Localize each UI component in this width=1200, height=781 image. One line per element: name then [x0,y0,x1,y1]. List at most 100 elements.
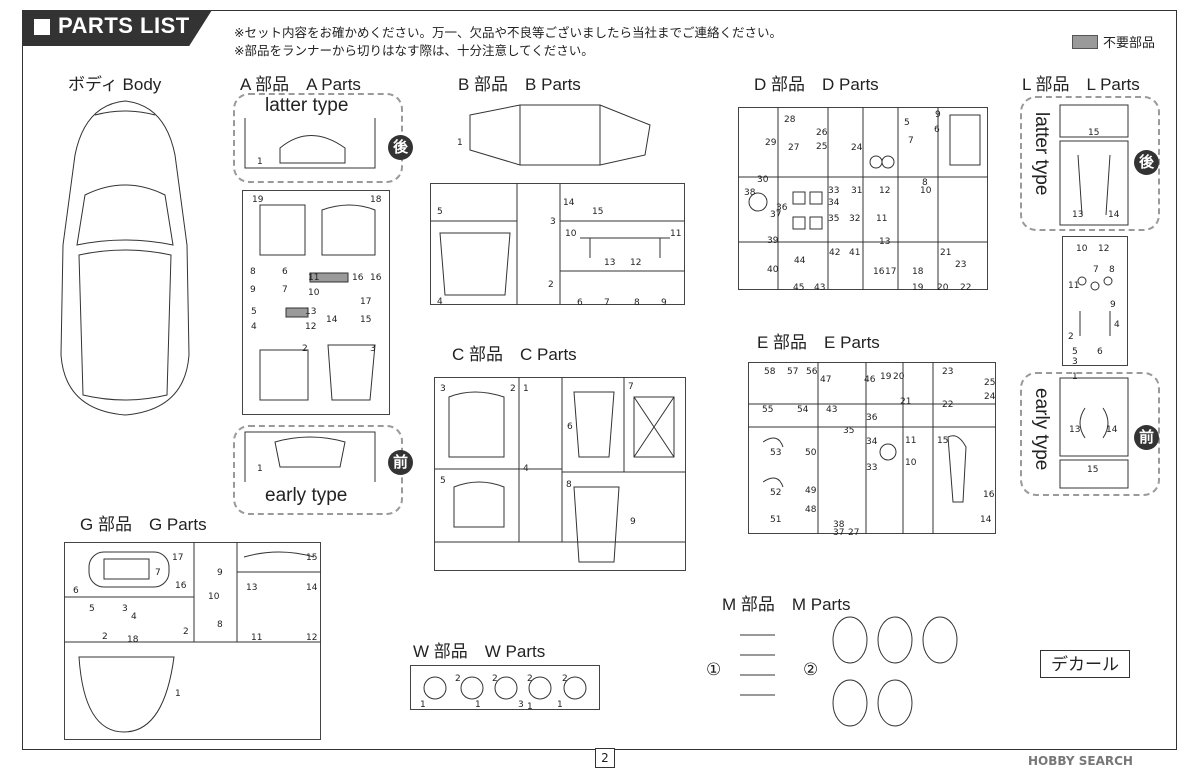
b-chassis [469,104,651,166]
g-part-number: 5 [89,604,95,614]
l-part-number: 1 [1072,372,1078,382]
e-part-number: 57 [787,367,799,377]
a-part-number: 7 [282,285,288,295]
g-part-number: 18 [127,635,139,645]
d-part-number: 45 [793,283,805,293]
a-part-number: 1 [257,464,263,474]
d-part-number: 31 [851,186,863,196]
c-part-number: 4 [523,464,529,474]
c-parts-label: C 部品 C Parts [452,345,577,364]
b-part-number: 9 [661,298,667,308]
e-part-number: 19 [880,372,892,382]
c-part-number: 1 [523,384,529,394]
b-part-number: 4 [437,297,443,307]
b-parts-label: B 部品 B Parts [458,75,581,94]
g-part-number: 7 [155,568,161,578]
b-runner [430,183,685,305]
g-part-number: 4 [131,612,137,622]
w-part-number: 1 [475,700,481,710]
l-latter-runner [1059,104,1129,226]
l-part-number: 3 [1072,357,1078,367]
a-early-type: early type [265,485,348,506]
l-part-number: 8 [1109,265,1115,275]
d-part-number: 44 [794,256,806,266]
b-part-number: 15 [592,207,604,217]
b-part-number: 13 [604,258,616,268]
e-runner [748,362,996,534]
d-part-number: 38 [744,188,756,198]
l-latter-type: latter type [1031,112,1052,196]
e-part-number: 36 [866,413,878,423]
d-part-number: 40 [767,265,779,275]
w-part-number: 1 [557,700,563,710]
l-part-number: 15 [1088,128,1100,138]
g-runner-parts [64,542,321,733]
l-part-number: 7 [1093,265,1099,275]
e-runner-parts [748,362,996,534]
d-part-number: 42 [829,248,841,258]
e-part-number: 52 [770,488,782,498]
c-part-number: 3 [440,384,446,394]
b-part-number: 10 [565,229,577,239]
e-part-number: 51 [770,515,782,525]
l-part-number: 11 [1068,281,1080,291]
a-part-number: 4 [251,322,257,332]
w-part-number: 2 [527,674,533,684]
l-part-number: 13 [1069,425,1081,435]
w-part-number: 1 [420,700,426,710]
e-part-number: 24 [984,392,996,402]
l-part-number: 2 [1068,332,1074,342]
l-part-number: 15 [1087,465,1099,475]
g-part-number: 16 [175,581,187,591]
d-part-number: 27 [788,143,800,153]
a-part-number: 11 [308,273,320,283]
unused-part-legend: 不要部品 [1103,36,1156,51]
g-part-number: 2 [102,632,108,642]
a-part-number: 1 [257,157,263,167]
c-runner [434,377,686,571]
page-number: 2 [595,748,615,768]
e-part-number: 15 [937,436,949,446]
w-part-number: 1 [527,702,533,712]
l-runner-parts [1077,276,1113,336]
d-part-number: 8 [922,178,928,188]
m-parts-label: M 部品 M Parts [722,595,851,614]
b-part-number: 6 [577,298,583,308]
l-rear-badge: 後 [1134,150,1159,175]
l-part-number: 14 [1108,210,1120,220]
d-part-number: 22 [960,283,972,293]
b-part-number: 11 [670,229,682,239]
d-parts-label: D 部品 D Parts [754,75,879,94]
g-part-number: 14 [306,583,318,593]
a-part-number: 9 [250,285,256,295]
d-part-number: 16 [873,267,885,277]
d-part-number: 12 [879,186,891,196]
e-part-number: 43 [826,405,838,415]
g-runner [64,542,321,740]
d-part-number: 21 [940,248,952,258]
e-part-number: 38 [833,520,845,530]
e-part-number: 14 [980,515,992,525]
a-early-runner [244,431,376,482]
d-part-number: 9 [935,110,941,120]
a-runner-parts [259,204,376,401]
b-part-number: 8 [634,298,640,308]
c-runner-parts [434,377,686,563]
g-part-number: 10 [208,592,220,602]
d-part-number: 29 [765,138,777,148]
d-part-number: 28 [784,115,796,125]
d-part-number: 19 [912,283,924,293]
header-bar [22,10,212,46]
e-part-number: 22 [942,400,954,410]
w-parts-label: W 部品 W Parts [413,642,546,661]
e-part-number: 53 [770,448,782,458]
l-runner [1062,236,1128,366]
l-part-number: 9 [1110,300,1116,310]
e-part-number: 25 [984,378,996,388]
d-part-number: 43 [814,283,826,293]
e-part-number: 34 [866,437,878,447]
d-part-number: 25 [816,142,828,152]
e-part-number: 46 [864,375,876,385]
g-part-number: 13 [246,583,258,593]
c-part-number: 8 [566,480,572,490]
